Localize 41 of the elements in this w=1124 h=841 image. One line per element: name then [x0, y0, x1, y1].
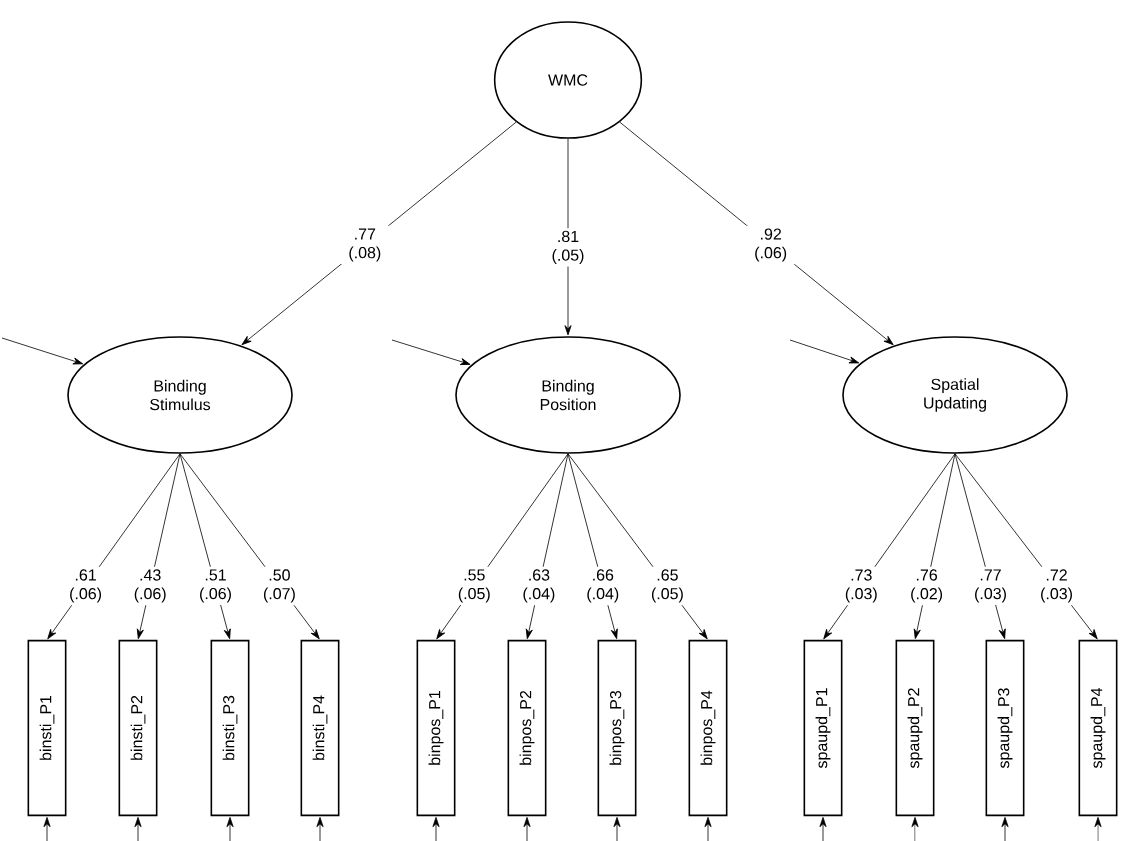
error-arrow: [523, 817, 531, 841]
observed-variable-box: binpos_P3: [597, 639, 637, 817]
error-arrow: [1, 337, 84, 365]
edge-label: .73 (.03): [835, 566, 887, 606]
edge-label: .81 (.05): [542, 228, 594, 267]
edge-label: .63 (.04): [513, 566, 565, 606]
error-arrow: [613, 817, 621, 841]
observed-variable-box: spaupd_P4: [1078, 639, 1118, 817]
edge-label: .43 (.06): [124, 566, 176, 606]
observed-variable-box: binpos_P1: [416, 639, 456, 817]
edge-label: .66 (.04): [577, 566, 629, 606]
error-arrow: [316, 817, 324, 841]
error-arrow: [391, 339, 471, 365]
edge-label: .72 (.03): [1031, 566, 1082, 606]
observed-variable-box: spaupd_P3: [985, 639, 1025, 817]
edge-label: .77 (.03): [965, 566, 1016, 606]
edge-label: .76 (.02): [901, 566, 952, 606]
error-arrow: [43, 817, 51, 841]
error-arrow: [432, 817, 440, 841]
edge-label: .92 (.06): [745, 225, 796, 265]
observed-variable-box: binsti_P2: [118, 639, 158, 817]
observed-variable-box: binsti_P3: [210, 639, 250, 817]
observed-variable-box: binpos_P2: [507, 639, 547, 817]
error-arrow: [1001, 817, 1009, 841]
edge-label: .61 (.06): [60, 566, 111, 606]
observed-variable-box: binsti_P4: [300, 639, 340, 817]
edge-label: .50 (.07): [254, 566, 305, 606]
error-arrow: [704, 817, 712, 841]
arrow: [136, 453, 181, 640]
observed-variable-box: binsti_P1: [27, 639, 67, 817]
edge-label: .55 (.05): [448, 566, 500, 606]
observed-variable-box: binpos_P4: [688, 639, 728, 817]
error-arrow: [819, 817, 827, 841]
observed-variable-box: spaupd_P2: [895, 639, 935, 817]
edge-label: .65 (.05): [642, 566, 693, 606]
edge-label: .77 (.08): [339, 225, 391, 265]
error-arrow: [134, 817, 142, 841]
observed-variable-box: spaupd_P1: [803, 639, 843, 817]
error-arrow: [226, 817, 234, 841]
error-arrow: [789, 339, 860, 364]
edge-label: .51 (.06): [190, 566, 241, 606]
